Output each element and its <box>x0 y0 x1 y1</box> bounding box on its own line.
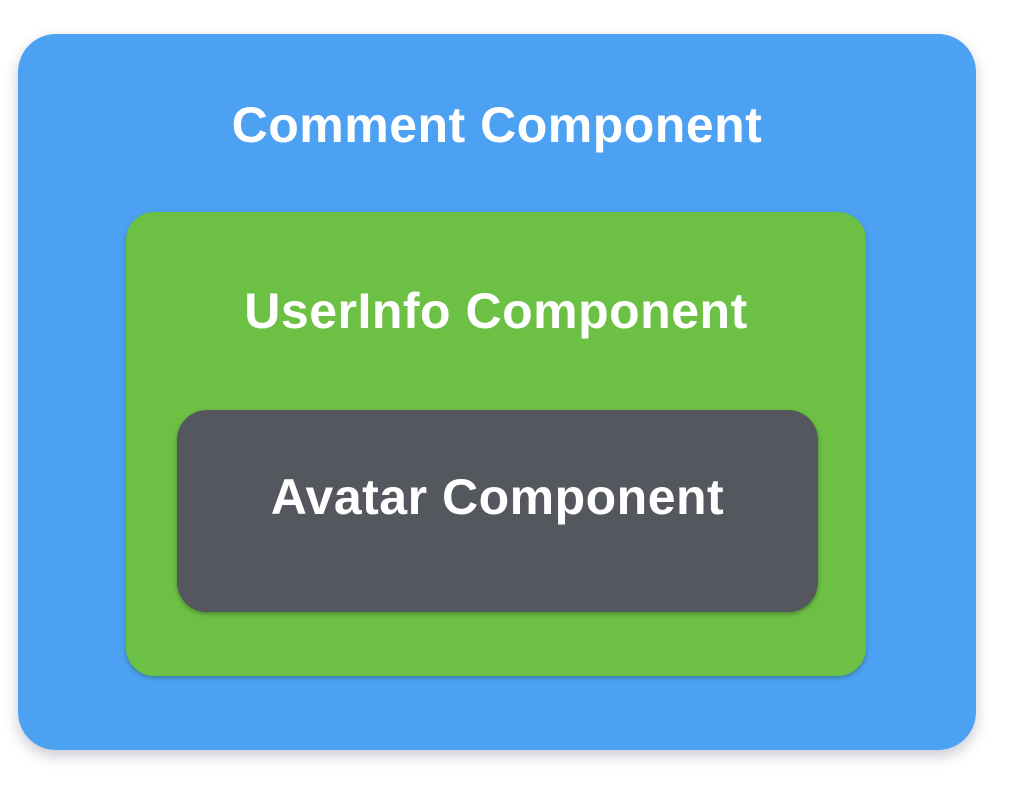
comment-component-box: Comment Component UserInfo Component Ava… <box>18 34 976 750</box>
userinfo-component-label: UserInfo Component <box>244 283 748 339</box>
comment-component-label: Comment Component <box>231 97 763 153</box>
userinfo-component-box: UserInfo Component Avatar Component <box>126 212 866 676</box>
avatar-component-box: Avatar Component <box>177 410 818 612</box>
avatar-component-label: Avatar Component <box>270 469 725 525</box>
